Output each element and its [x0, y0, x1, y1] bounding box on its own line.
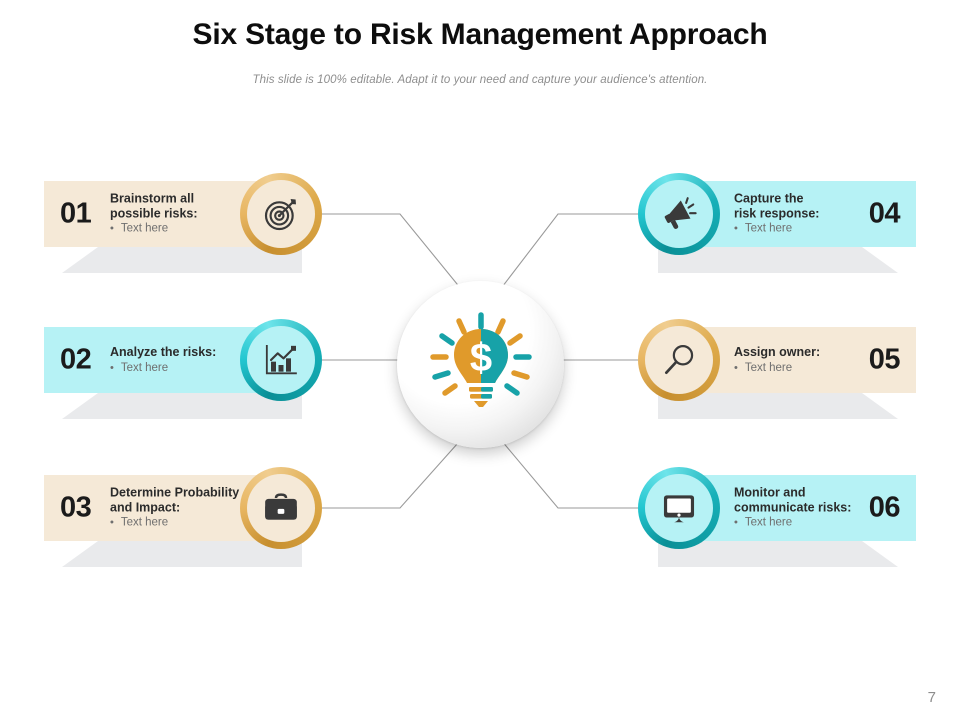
bullet-text: Text here: [744, 222, 793, 235]
icon-ring: [240, 467, 322, 549]
magnifier-search-icon: [664, 345, 694, 375]
card-shadow-tail: [62, 393, 302, 419]
megaphone-icon: [664, 197, 697, 229]
icon-holder: [645, 180, 713, 248]
stage-number: 04: [868, 197, 901, 230]
card-shadow-tail: [658, 541, 898, 567]
stage-bullet: • Text here: [734, 516, 851, 531]
bullet-marker: •: [110, 361, 114, 374]
svg-text:$: $: [469, 336, 491, 380]
stage-heading: Analyze the risks:: [110, 344, 217, 359]
card-shadow-tail: [62, 247, 302, 273]
bullet-marker: •: [110, 516, 114, 529]
stage-card-05[interactable]: 05 Assign owner: • Text here: [638, 319, 916, 419]
bullet-marker: •: [734, 516, 738, 529]
bullet-text: Text here: [744, 516, 793, 529]
stage-card-01[interactable]: 01 Brainstorm all possible risks: • Text…: [44, 173, 322, 273]
stage-heading: Determine Probability and Impact:: [110, 485, 240, 515]
stage-heading: Monitor and communicate risks:: [734, 485, 852, 515]
stage-heading: Brainstorm all possible risks:: [110, 191, 198, 221]
icon-ring: [240, 173, 322, 255]
stage-number: 03: [60, 491, 92, 524]
center-hub[interactable]: $: [397, 281, 564, 448]
stage-number: 01: [60, 197, 92, 230]
stage-card-04[interactable]: 04 Capture the risk response: • Text her…: [638, 173, 916, 273]
stage-bullet: • Text here: [110, 360, 216, 375]
icon-ring: [638, 173, 720, 255]
stage-heading: Assign owner:: [734, 344, 821, 359]
stage-card-03[interactable]: 03 Determine Probability and Impact: • T…: [44, 467, 322, 567]
icon-holder: [645, 474, 713, 542]
icon-holder: [247, 474, 315, 542]
card-shadow-tail: [658, 393, 898, 419]
bullet-text: Text here: [120, 222, 169, 235]
bullet-text: Text here: [120, 516, 169, 529]
stage-card-06[interactable]: 06 Monitor and communicate risks: • Text…: [638, 467, 916, 567]
icon-holder: [247, 180, 315, 248]
stage-bullet: • Text here: [734, 222, 819, 237]
icon-holder: [645, 326, 713, 394]
card-shadow-tail: [62, 541, 302, 567]
stage-bullet: • Text here: [734, 360, 820, 375]
stage-number: 02: [60, 343, 92, 376]
stage-card-02[interactable]: 02 Analyze the risks: • Text here: [44, 319, 322, 419]
monitor-desktop-icon: [663, 495, 695, 523]
briefcase-icon: [265, 493, 297, 520]
bullet-marker: •: [734, 222, 738, 235]
icon-holder: [247, 326, 315, 394]
stage-bullet: • Text here: [110, 516, 239, 531]
card-shadow-tail: [658, 247, 898, 273]
page-title: Six Stage to Risk Management Approach: [192, 18, 768, 51]
page-subtitle: This slide is 100% editable. Adapt it to…: [252, 74, 708, 86]
bullet-marker: •: [110, 222, 114, 235]
bullet-text: Text here: [744, 361, 793, 374]
stage-bullet: • Text here: [110, 222, 198, 237]
icon-ring: [638, 319, 720, 401]
stage-heading: Capture the risk response:: [734, 191, 820, 221]
icon-ring: [240, 319, 322, 401]
stage-number: 05: [868, 343, 901, 376]
target-dartboard-icon: [264, 199, 296, 231]
stage-number: 06: [868, 491, 901, 524]
bullet-marker: •: [734, 361, 738, 374]
bar-chart-growth-icon: [265, 345, 297, 375]
icon-ring: [638, 467, 720, 549]
bullet-text: Text here: [120, 361, 169, 374]
lightbulb-dollar-idea-icon: $: [429, 311, 532, 407]
page-number: 7: [927, 689, 936, 706]
